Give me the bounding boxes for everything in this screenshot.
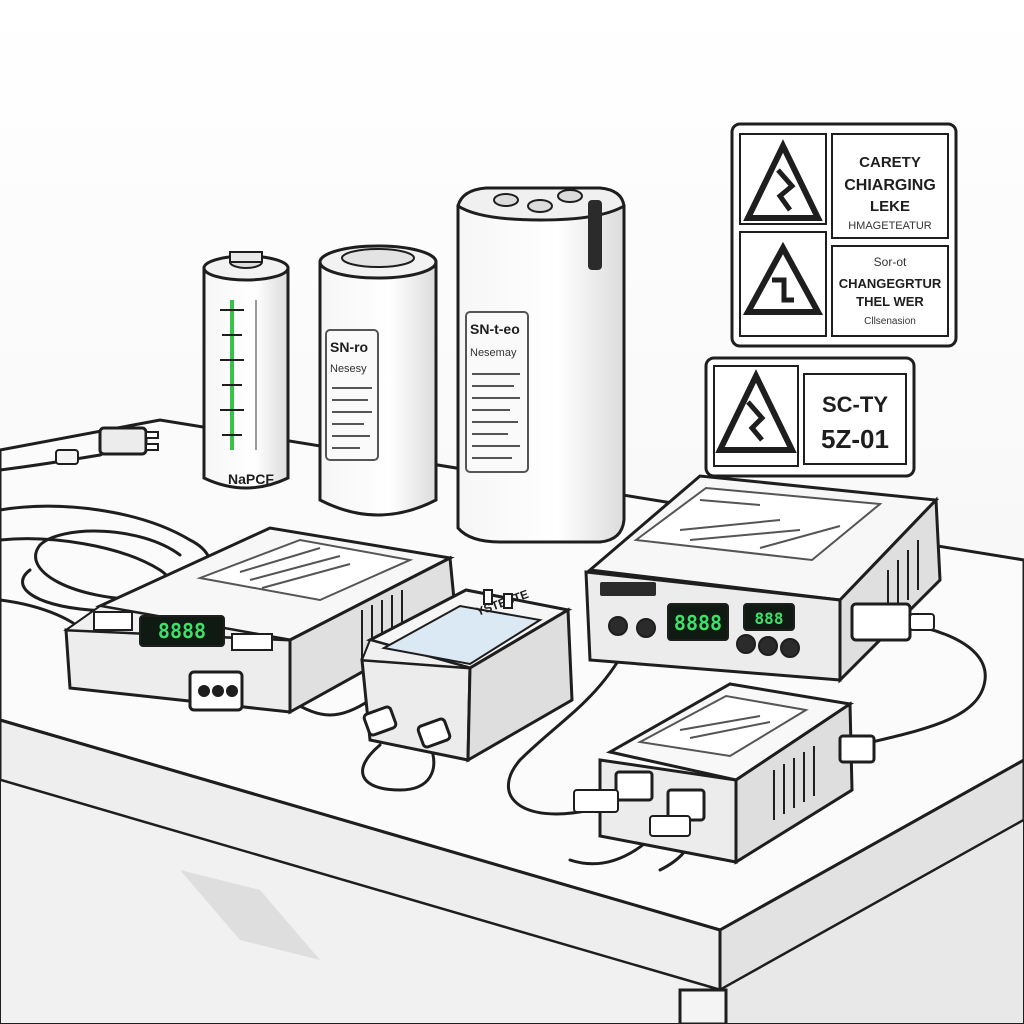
sign-large-line1: CARETY bbox=[859, 154, 921, 171]
battery-3-label: SN-t-eo bbox=[470, 321, 520, 337]
power-adapter: YSTESTE bbox=[360, 587, 574, 763]
charging-module bbox=[573, 682, 876, 865]
charger-right-display-small bbox=[743, 603, 795, 631]
warning-triangle-icon bbox=[715, 369, 797, 453]
battery-cell-1: NaPCF bbox=[202, 251, 290, 490]
sign-small-line1: SC-TY bbox=[822, 392, 888, 417]
charger-left-display-value: 8888 bbox=[158, 619, 206, 643]
battery-2-sublabel: Nesesy bbox=[330, 363, 367, 375]
sign-large-line2: CHIARGING bbox=[844, 177, 936, 194]
sign-large-line8: Cllsenasion bbox=[864, 316, 916, 327]
module-vents bbox=[773, 746, 815, 820]
sign-large-line3: LEKE bbox=[870, 198, 910, 215]
battery-cell-2: SN-ro Nesesy bbox=[318, 244, 438, 517]
warning-triangle-icon bbox=[742, 241, 824, 315]
charge-gauge bbox=[220, 300, 257, 450]
battery-3-sublabel: Nesemay bbox=[470, 347, 517, 359]
charger-right-fineprint bbox=[679, 499, 841, 549]
battery-pack: SN-t-eo Nesemay bbox=[456, 186, 626, 544]
battery-pack-handle bbox=[588, 200, 602, 270]
sign-large-line6: CHANGEGRTUR bbox=[839, 276, 942, 291]
charger-right-display-value: 8888 bbox=[674, 611, 722, 635]
safety-sign-large: CARETY CHIARGING LEKE HMAGETEATUR Sor-ot… bbox=[730, 122, 958, 348]
sign-large-line5: Sor-ot bbox=[874, 255, 907, 269]
sign-small-line2: 5Z-01 bbox=[821, 424, 889, 454]
battery-3-label-panel bbox=[465, 311, 529, 473]
sign-large-line4: HMAGETEATUR bbox=[848, 220, 932, 232]
battery-2-label-panel bbox=[325, 329, 379, 461]
safety-sign-small: SC-TY 5Z-01 bbox=[704, 356, 916, 478]
adapter-screen bbox=[381, 604, 543, 666]
battery-1-label: NaPCF bbox=[228, 471, 274, 487]
charger-right: 8888 888 bbox=[584, 474, 942, 684]
wall-plug bbox=[55, 426, 159, 465]
battery-2-fineprint bbox=[332, 387, 372, 449]
warning-triangle-icon bbox=[743, 139, 823, 221]
charger-right-display bbox=[667, 603, 729, 641]
charger-left: 8888 bbox=[63, 526, 458, 715]
battery-2-label: SN-ro bbox=[330, 339, 368, 355]
charger-left-display bbox=[139, 615, 225, 647]
charger-right-display-small-value: 888 bbox=[755, 609, 784, 628]
charger-left-fineprint bbox=[239, 547, 351, 589]
module-fineprint bbox=[679, 715, 771, 739]
battery-3-fineprint bbox=[472, 373, 520, 459]
sign-large-line7: THEL WER bbox=[856, 294, 924, 309]
